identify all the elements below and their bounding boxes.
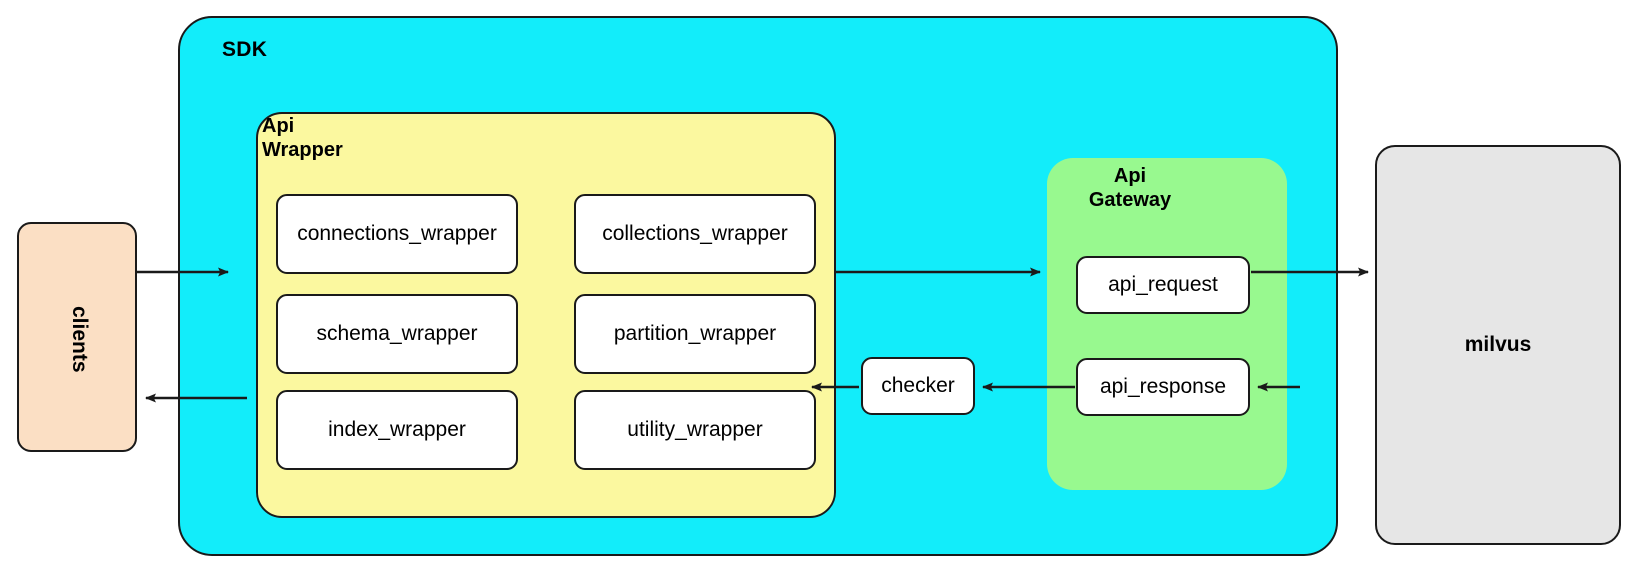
node-utility-wrapper[interactable]: utility_wrapper <box>574 390 816 470</box>
node-checker[interactable]: checker <box>861 357 975 415</box>
node-milvus[interactable]: milvus <box>1375 145 1621 545</box>
clients-label: clients <box>68 305 91 373</box>
api-wrapper-label-line1: Api <box>262 115 295 137</box>
node-schema-wrapper[interactable]: schema_wrapper <box>276 294 518 374</box>
api-wrapper-label: Api Wrapper <box>262 114 392 163</box>
api-gateway-label-line1: Api <box>1113 165 1147 187</box>
api-gateway-container <box>1047 158 1287 490</box>
node-connections-wrapper[interactable]: connections_wrapper <box>276 194 518 274</box>
node-partition-wrapper[interactable]: partition_wrapper <box>574 294 816 374</box>
node-clients[interactable]: clients <box>17 222 137 452</box>
sdk-label: SDK <box>222 38 268 61</box>
node-collections-wrapper[interactable]: collections_wrapper <box>574 194 816 274</box>
node-api-request[interactable]: api_request <box>1076 256 1250 314</box>
node-index-wrapper[interactable]: index_wrapper <box>276 390 518 470</box>
node-api-response[interactable]: api_response <box>1076 358 1250 416</box>
api-gateway-label: Api Gateway <box>1055 164 1205 213</box>
api-wrapper-label-line2: Wrapper <box>262 139 343 162</box>
api-gateway-label-line2: Gateway <box>1088 189 1172 212</box>
